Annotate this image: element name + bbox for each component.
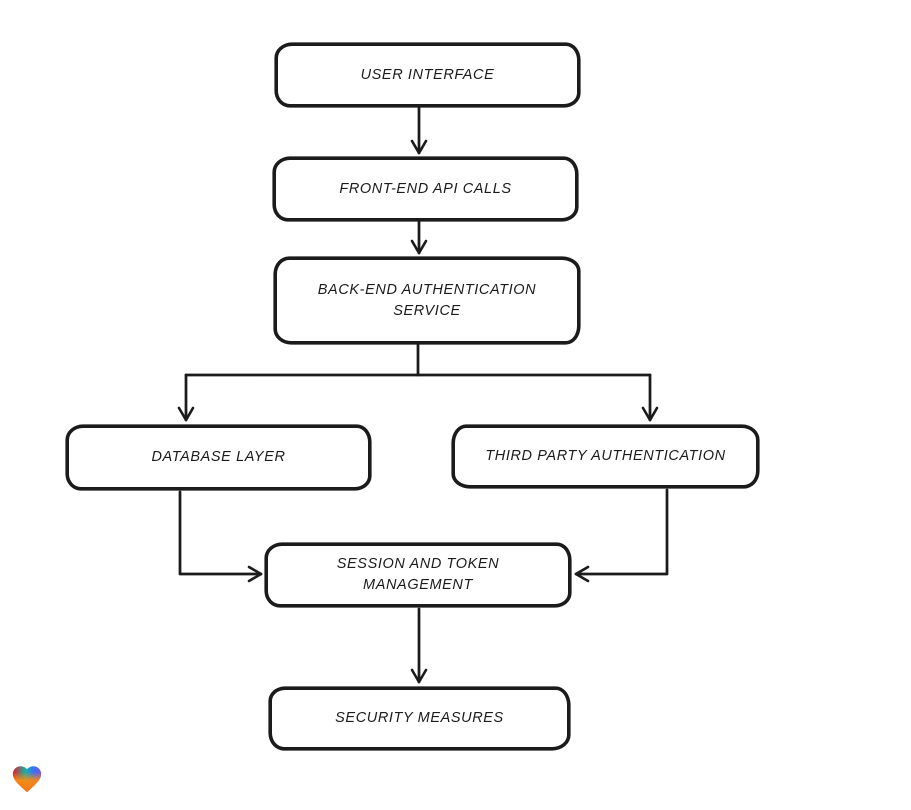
node-label: MANAGEMENT: [363, 577, 473, 593]
node-label: BACK-END AUTHENTICATION: [317, 281, 537, 298]
node-label: SERVICE: [393, 302, 461, 319]
node-label: SECURITY MEASURES: [335, 710, 504, 726]
edge-database-layer-to-session-token: [178, 490, 263, 583]
node-front-end-api-calls: FRONT-END API CALLS: [273, 157, 578, 221]
node-label: DATABASE LAYER: [151, 449, 286, 465]
node-database-layer: DATABASE LAYER: [66, 425, 371, 490]
node-third-party-authentication: THIRD PARTY AUTHENTICATION: [452, 425, 759, 488]
node-security-measures: SECURITY MEASURES: [269, 687, 570, 750]
node-label: FRONT-END API CALLS: [339, 180, 512, 197]
node-label: THIRD PARTY AUTHENTICATION: [485, 448, 726, 464]
heart-icon: [12, 766, 42, 793]
node-back-end-authentication-service: BACK-END AUTHENTICATION SERVICE: [274, 257, 580, 344]
edge-third-party-authentication-to-session-token: [574, 488, 669, 583]
node-label: USER INTERFACE: [360, 66, 495, 83]
lovable-heart-logo[interactable]: [10, 761, 44, 797]
node-user-interface: USER INTERFACE: [275, 43, 580, 107]
node-label: SESSION AND TOKEN: [336, 556, 500, 572]
node-session-and-token-management: SESSION AND TOKEN MANAGEMENT: [265, 543, 571, 607]
